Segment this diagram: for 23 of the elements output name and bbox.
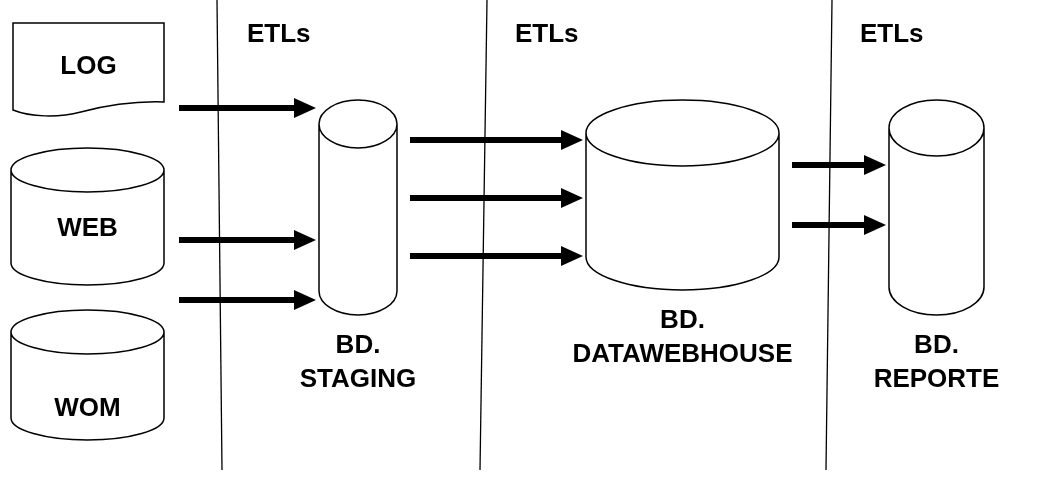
arrow — [179, 98, 316, 118]
arrow — [410, 246, 583, 266]
arrow — [792, 215, 886, 235]
arrow — [179, 230, 316, 250]
database-cylinder — [888, 100, 985, 315]
arrow — [410, 188, 583, 208]
database-caption: BD. REPORTE — [872, 328, 1001, 395]
arrow — [179, 290, 316, 310]
stage-label: ETLs — [247, 18, 311, 49]
arrow — [792, 155, 886, 175]
stage-label: ETLs — [860, 18, 924, 49]
arrow — [410, 130, 583, 150]
node-label: WOM — [53, 392, 122, 423]
database-caption: BD. DATAWEBHOUSE — [571, 303, 794, 370]
node-label: LOG — [59, 50, 118, 81]
document-shape — [12, 22, 165, 118]
node-label: WEB — [56, 212, 119, 243]
database-cylinder — [318, 100, 398, 315]
database-caption: BD. STAGING — [298, 328, 418, 395]
stage-label: ETLs — [515, 18, 579, 49]
database-cylinder — [10, 148, 165, 285]
database-cylinder — [10, 310, 165, 440]
database-cylinder — [585, 100, 780, 290]
